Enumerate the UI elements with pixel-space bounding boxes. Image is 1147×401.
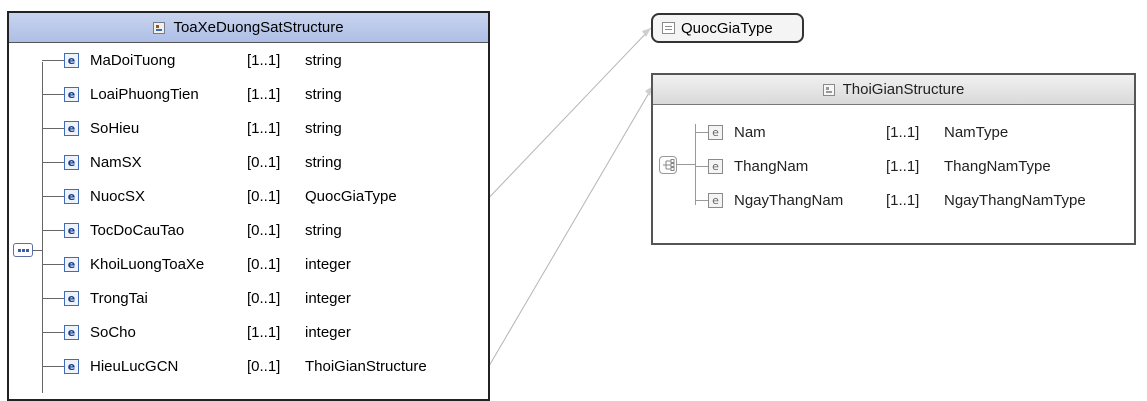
element-icon: e	[64, 324, 79, 340]
element-icon: e	[64, 86, 79, 102]
element-icon: e	[64, 120, 79, 136]
tree-branch-line	[42, 94, 64, 95]
element-multiplicity: [1..1]	[247, 119, 281, 137]
tree-branch-line	[695, 166, 708, 167]
element-type: string	[305, 51, 342, 69]
element-type: NamType	[944, 123, 1009, 141]
element-type: string	[305, 119, 342, 137]
element-type: ThangNamType	[944, 157, 1051, 175]
element-name: SoHieu	[90, 119, 140, 137]
simple-type-icon	[662, 22, 675, 34]
element-name: Nam	[734, 123, 766, 141]
tree-branch-line	[677, 164, 695, 165]
choice-symbol	[663, 159, 675, 171]
sequence-icon[interactable]	[13, 243, 33, 257]
element-multiplicity: [0..1]	[247, 255, 281, 273]
element-type: string	[305, 221, 342, 239]
tree-vertical-line	[695, 124, 696, 205]
tree-branch-line	[42, 332, 64, 333]
element-name: MaDoiTuong	[90, 51, 176, 69]
quocgiatype-box[interactable]: QuocGiaType	[651, 13, 804, 43]
thoigianstructure-box[interactable]: ThoiGianStructure e Nam [1..1] NamType e…	[651, 73, 1136, 245]
element-name: HieuLucGCN	[90, 357, 179, 375]
complex-type-icon	[153, 21, 166, 34]
element-icon: e	[64, 188, 79, 204]
element-multiplicity: [1..1]	[247, 51, 281, 69]
element-type: NgayThangNamType	[944, 191, 1086, 209]
element-type: string	[305, 153, 342, 171]
connector-arrowhead	[642, 28, 651, 37]
connector-hieulucgcn-thoigianstructure	[481, 85, 654, 379]
element-icon: e	[64, 256, 79, 272]
element-icon: e	[708, 124, 723, 140]
element-multiplicity: [1..1]	[886, 191, 920, 209]
structure-title: ThoiGianStructure	[842, 81, 965, 98]
element-type: ThoiGianStructure	[305, 357, 427, 375]
element-type: integer	[305, 323, 351, 341]
element-name: TocDoCauTao	[90, 221, 185, 239]
element-name: LoaiPhuongTien	[90, 85, 199, 103]
element-icon: e	[708, 158, 723, 174]
simple-type-title: QuocGiaType	[681, 19, 773, 37]
tree-branch-line	[695, 132, 708, 133]
complex-type-icon	[822, 83, 835, 96]
element-multiplicity: [0..1]	[247, 357, 281, 375]
element-icon: e	[64, 222, 79, 238]
tree-branch-line	[42, 196, 64, 197]
tree-branch-line	[42, 298, 64, 299]
element-name: ThangNam	[734, 157, 809, 175]
element-name: NuocSX	[90, 187, 146, 205]
element-multiplicity: [1..1]	[886, 123, 920, 141]
element-multiplicity: [0..1]	[247, 221, 281, 239]
element-multiplicity: [0..1]	[247, 153, 281, 171]
element-type: QuocGiaType	[305, 187, 397, 205]
element-icon: e	[64, 52, 79, 68]
element-multiplicity: [1..1]	[247, 85, 281, 103]
tree-branch-line	[33, 250, 43, 251]
element-name: NamSX	[90, 153, 142, 171]
tree-branch-line	[42, 60, 64, 61]
tree-vertical-line	[42, 62, 43, 393]
element-name: SoCho	[90, 323, 136, 341]
element-type: integer	[305, 255, 351, 273]
element-multiplicity: [1..1]	[247, 323, 281, 341]
choice-icon[interactable]	[659, 156, 677, 174]
structure-header[interactable]: ThoiGianStructure	[653, 75, 1134, 105]
tree-branch-line	[42, 366, 64, 367]
element-icon: e	[64, 358, 79, 374]
structure-title: ToaXeDuongSatStructure	[173, 19, 344, 36]
tree-branch-line	[42, 162, 64, 163]
element-name: TrongTai	[90, 289, 148, 307]
element-type: string	[305, 85, 342, 103]
element-type: integer	[305, 289, 351, 307]
element-icon: e	[708, 192, 723, 208]
element-name: NgayThangNam	[734, 191, 844, 209]
tree-branch-line	[42, 264, 64, 265]
element-icon: e	[64, 290, 79, 306]
element-multiplicity: [1..1]	[886, 157, 920, 175]
connector-nuocsx-quocgiatype	[481, 27, 652, 206]
toaxeduongsat-structure-box[interactable]: ToaXeDuongSatStructure e MaDoiTuong [1..…	[7, 11, 490, 401]
tree-branch-line	[42, 230, 64, 231]
element-icon: e	[64, 154, 79, 170]
element-multiplicity: [0..1]	[247, 187, 281, 205]
structure-header[interactable]: ToaXeDuongSatStructure	[9, 13, 488, 43]
element-multiplicity: [0..1]	[247, 289, 281, 307]
element-name: KhoiLuongToaXe	[90, 255, 205, 273]
tree-branch-line	[695, 200, 708, 201]
tree-branch-line	[42, 128, 64, 129]
